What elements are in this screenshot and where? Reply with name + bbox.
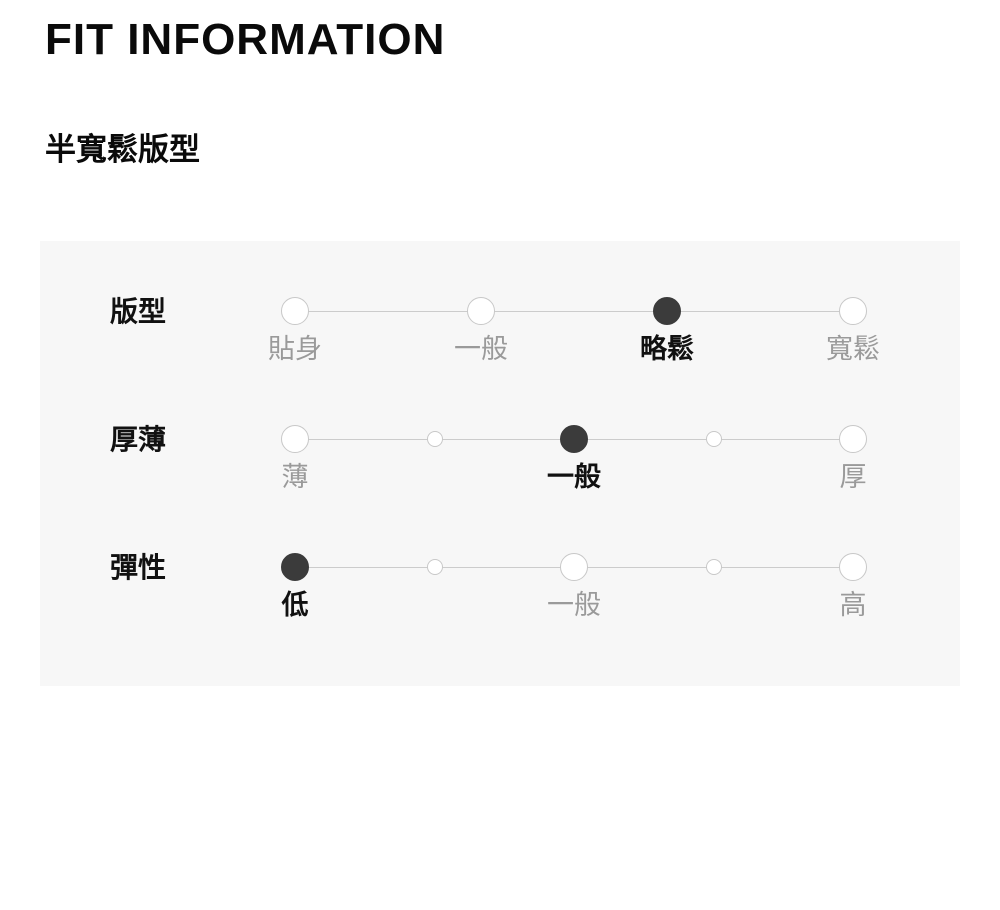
scale-dot bbox=[705, 559, 722, 576]
fit-scale-track: 低 一般 高 bbox=[281, 551, 867, 679]
fit-row-label: 彈性 bbox=[110, 552, 167, 584]
scale-dot bbox=[839, 297, 867, 326]
scale-label: 薄 bbox=[281, 462, 309, 493]
fit-type-title: 半寬鬆版型 bbox=[45, 132, 200, 168]
scale-label-selected: 一般 bbox=[547, 462, 601, 493]
track-line bbox=[295, 311, 853, 313]
scale-dot-selected bbox=[281, 553, 309, 582]
scale-dot bbox=[560, 553, 588, 582]
fit-row: 版型貼身 一般 略鬆 寬鬆 bbox=[110, 295, 960, 423]
section-title: FIT INFORMATION bbox=[45, 15, 446, 64]
scale-dot bbox=[426, 559, 443, 576]
scale-dot-selected bbox=[653, 297, 681, 326]
scale-label-selected: 略鬆 bbox=[640, 334, 694, 365]
scale-label: 一般 bbox=[454, 334, 508, 365]
scale-label: 貼身 bbox=[268, 334, 322, 365]
scale-label: 一般 bbox=[547, 590, 601, 621]
scale-dot bbox=[281, 297, 309, 326]
fit-row: 彈性低 一般 高 bbox=[110, 551, 960, 679]
fit-row-label: 版型 bbox=[110, 296, 167, 328]
fit-scale-track: 薄 一般 厚 bbox=[281, 423, 867, 551]
scale-dot bbox=[467, 297, 495, 326]
fit-scale-track: 貼身 一般 略鬆 寬鬆 bbox=[268, 295, 880, 423]
scale-label: 高 bbox=[839, 590, 867, 621]
scale-dot bbox=[281, 425, 309, 454]
scale-dot bbox=[839, 553, 867, 582]
fit-row-label: 厚薄 bbox=[110, 424, 167, 456]
scale-dot-selected bbox=[560, 425, 588, 454]
scale-dot bbox=[839, 425, 867, 454]
scale-dot bbox=[426, 431, 443, 448]
scale-label: 寬鬆 bbox=[826, 334, 880, 365]
fit-row: 厚薄薄 一般 厚 bbox=[110, 423, 960, 551]
scale-label: 厚 bbox=[839, 462, 867, 493]
scale-dot bbox=[705, 431, 722, 448]
scale-label-selected: 低 bbox=[281, 590, 309, 621]
fit-information-panel: 版型貼身一般略鬆寬鬆厚薄薄一般厚彈性低一般高 bbox=[40, 241, 960, 687]
